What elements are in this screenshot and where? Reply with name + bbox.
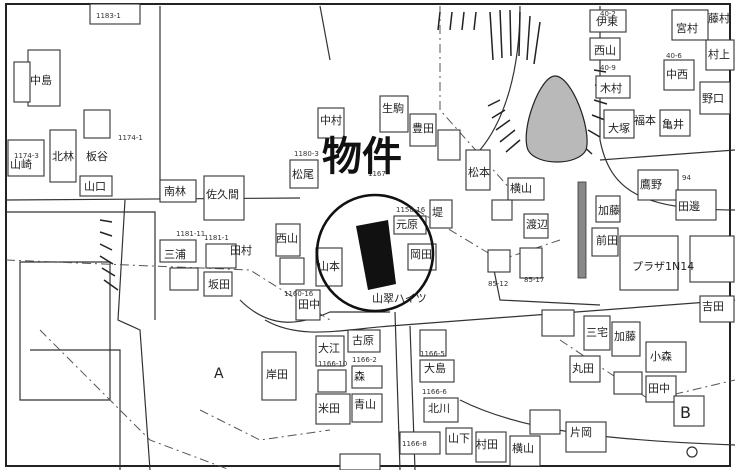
owner-label-l19: 田邊 (678, 199, 700, 213)
lot-number-n11: 1166-6 (422, 388, 447, 396)
owner-label-l20: 板谷 (86, 149, 108, 163)
owner-label-l07: 中西 (666, 68, 688, 81)
owner-label-l25: 元原 (396, 218, 418, 231)
lot-number-n07: 1150-16 (396, 206, 426, 214)
lot-number-n05: 1181-1 (204, 234, 229, 242)
owner-label-l14: 豊田 (412, 122, 434, 135)
owner-label-l35: 青山 (354, 398, 376, 411)
owner-label-l15: 松尾 (292, 167, 314, 181)
owner-label-l40: 横山 (512, 441, 534, 455)
lot-number-n03: 1174-3 (14, 152, 39, 160)
owner-label-l16: 横山 (510, 181, 532, 195)
lot-number-n13: 1167 (368, 170, 386, 178)
lot-number-n02: 1174-1 (118, 134, 143, 142)
owner-label-l13: 中村 (320, 113, 342, 127)
owner-label-l42: 小森 (650, 349, 672, 363)
owner-label-l05: 村上 (708, 47, 730, 61)
property-lot[interactable] (356, 220, 396, 290)
map-title: 物件 (322, 134, 402, 180)
owner-label-l34: 岸田 (266, 368, 288, 381)
owner-label-l29: 坂田 (208, 278, 230, 291)
owner-label-l52: 前田 (596, 233, 618, 247)
lot-number-n09: 1166-2 (352, 356, 377, 364)
owner-label-l31: 古原 (352, 334, 374, 347)
map-letter-b: B (680, 403, 691, 422)
owner-label-l17: 加藤 (598, 204, 620, 217)
owner-label-l18: 鷹野 (640, 177, 662, 191)
lot-number-n04: 1181-11 (176, 230, 205, 238)
owner-label-l12: 生駒 (382, 101, 404, 115)
owner-label-l56: 吉田 (702, 300, 724, 313)
owner-label-l43: 田中 (648, 382, 670, 395)
lot-number-n14: 85-12 (488, 280, 508, 288)
lot-number-n01: 1183-1 (96, 12, 121, 20)
owner-label-l48: 三浦 (164, 248, 186, 261)
owner-label-l09: 大塚 (608, 121, 630, 135)
map-letter-a: A (214, 366, 224, 382)
owner-label-l10: 福本 (634, 113, 656, 127)
lot-number-n08: 1160-16 (284, 290, 314, 298)
owner-label-l11: 亀井 (662, 117, 684, 131)
owner-label-l38: 山下 (448, 432, 470, 445)
strip-feature (577, 181, 587, 279)
lot-number-n10: 1166-5 (420, 350, 445, 358)
lot-number-n15: 85-17 (524, 276, 544, 284)
lot-number-n12: 1166-8 (402, 440, 427, 448)
owner-label-l08: 野口 (702, 92, 724, 105)
pond-area (525, 75, 588, 163)
owner-label-l30: 田中 (298, 298, 320, 311)
road-name: 山翠ハイツ (372, 292, 427, 305)
owner-label-l44: 丸田 (572, 362, 594, 375)
roads (5, 5, 735, 471)
owner-label-l39: 片岡 (570, 426, 592, 439)
owner-label-l41: 大島 (424, 361, 446, 375)
owner-label-l32: 大江 (318, 341, 340, 355)
marker-circle (686, 446, 698, 458)
owner-label-l04: 西山 (594, 44, 616, 57)
owner-label-l36: 米田 (318, 402, 340, 415)
lot-number-n17: 40-9 (600, 64, 616, 72)
owner-label-l26: 岡田 (410, 248, 432, 261)
lot-number-n20: 1166-10 (318, 360, 347, 368)
owner-label-l23: 南林 (164, 184, 186, 198)
owner-label-l27: 西山 (276, 232, 298, 245)
owner-label-l37: 北川 (428, 402, 450, 415)
owner-label-l49: 村田 (476, 437, 498, 451)
lot-number-n16: 40-2 (600, 10, 616, 18)
owner-label-l54: 田村 (230, 243, 252, 257)
owner-label-l45: 加藤 (614, 330, 636, 343)
owner-label-l51: 松本 (468, 165, 490, 179)
property-circle (315, 193, 435, 313)
lot-number-n19: 94 (682, 174, 691, 182)
buildings (7, 3, 735, 471)
owner-label-l46: 三宅 (586, 325, 608, 339)
owner-label-l06: 木村 (600, 81, 622, 95)
owner-label-l55: 中島 (30, 73, 52, 87)
owner-label-l33: 森 (354, 369, 365, 383)
plaza-label: プラザ1N14 (632, 260, 694, 273)
lot-number-n18: 40-6 (666, 52, 682, 60)
owner-label-l01: 伊東 (596, 15, 618, 28)
owner-label-l22: 山口 (84, 180, 106, 193)
owner-label-l53: 堤 (432, 206, 443, 219)
owner-label-l03: 藤村 (708, 11, 730, 25)
owner-label-l28: 山本 (318, 259, 340, 273)
owner-label-l50: 渡辺 (526, 217, 548, 231)
owner-label-l21: 山崎 (10, 157, 32, 171)
map-labels: 伊東宮村藤村西山村上木村中西野口大塚福本亀井生駒中村豊田松尾横山加藤鷹野田邊板谷… (10, 11, 730, 455)
owner-label-l47: 北林 (52, 149, 74, 163)
owner-label-l24: 佐久間 (206, 187, 239, 201)
lot-number-n06: 1180-3 (294, 150, 319, 158)
owner-label-l02: 宮村 (676, 21, 698, 35)
